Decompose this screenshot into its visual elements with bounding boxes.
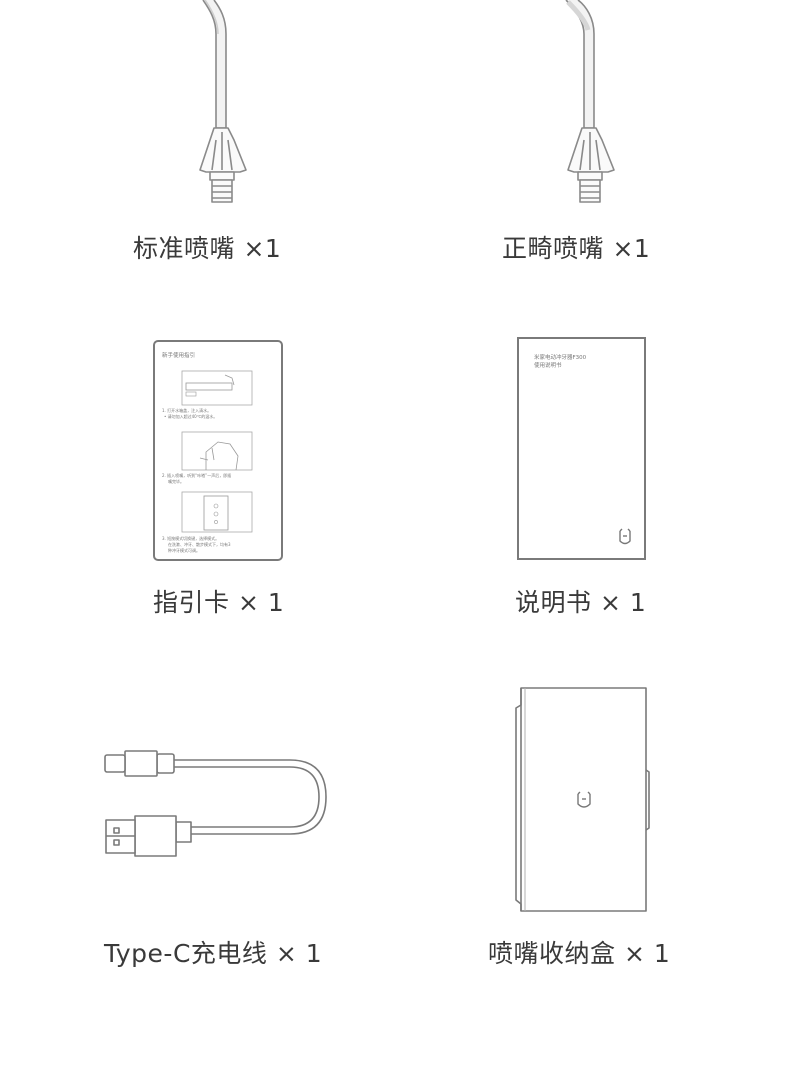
mi-logo-icon: [619, 528, 631, 545]
manual-subtitle: 使用说明书: [534, 361, 562, 369]
cable-label: Type-C充电线 × 1: [104, 939, 323, 968]
manual-label: 说明书 × 1: [515, 588, 647, 617]
svg-text:• 请勿加入超过40℃的温水。: • 请勿加入超过40℃的温水。: [164, 413, 217, 419]
storage-box-label: 喷嘴收纳盒 × 1: [488, 939, 671, 968]
mi-logo-icon: [577, 791, 591, 808]
svg-text:嘴完毕。: 嘴完毕。: [168, 478, 184, 484]
manual-title: 米家电动冲牙器F300: [534, 353, 587, 361]
svg-text:在洗漱、冲牙、散步模式下，均有3: 在洗漱、冲牙、散步模式下，均有3: [168, 541, 231, 547]
standard-nozzle-label: 标准喷嘴 ×1: [133, 234, 282, 263]
orthodontic-nozzle-label: 正畸喷嘴 ×1: [502, 234, 651, 263]
svg-text:2. 插入喷嘴，听到“咔嗒”一声后，即插: 2. 插入喷嘴，听到“咔嗒”一声后，即插: [162, 472, 231, 478]
guide-card-label: 指引卡 × 1: [153, 588, 285, 617]
svg-text:3. 短按模式切换键，选择模式。: 3. 短按模式切换键，选择模式。: [162, 535, 219, 541]
svg-text:种冲牙模式可调。: 种冲牙模式可调。: [168, 547, 200, 553]
guide-card-title: 新手使用指引: [162, 351, 195, 359]
svg-text:1. 打开水箱盖，注入清水。: 1. 打开水箱盖，注入清水。: [162, 407, 211, 413]
